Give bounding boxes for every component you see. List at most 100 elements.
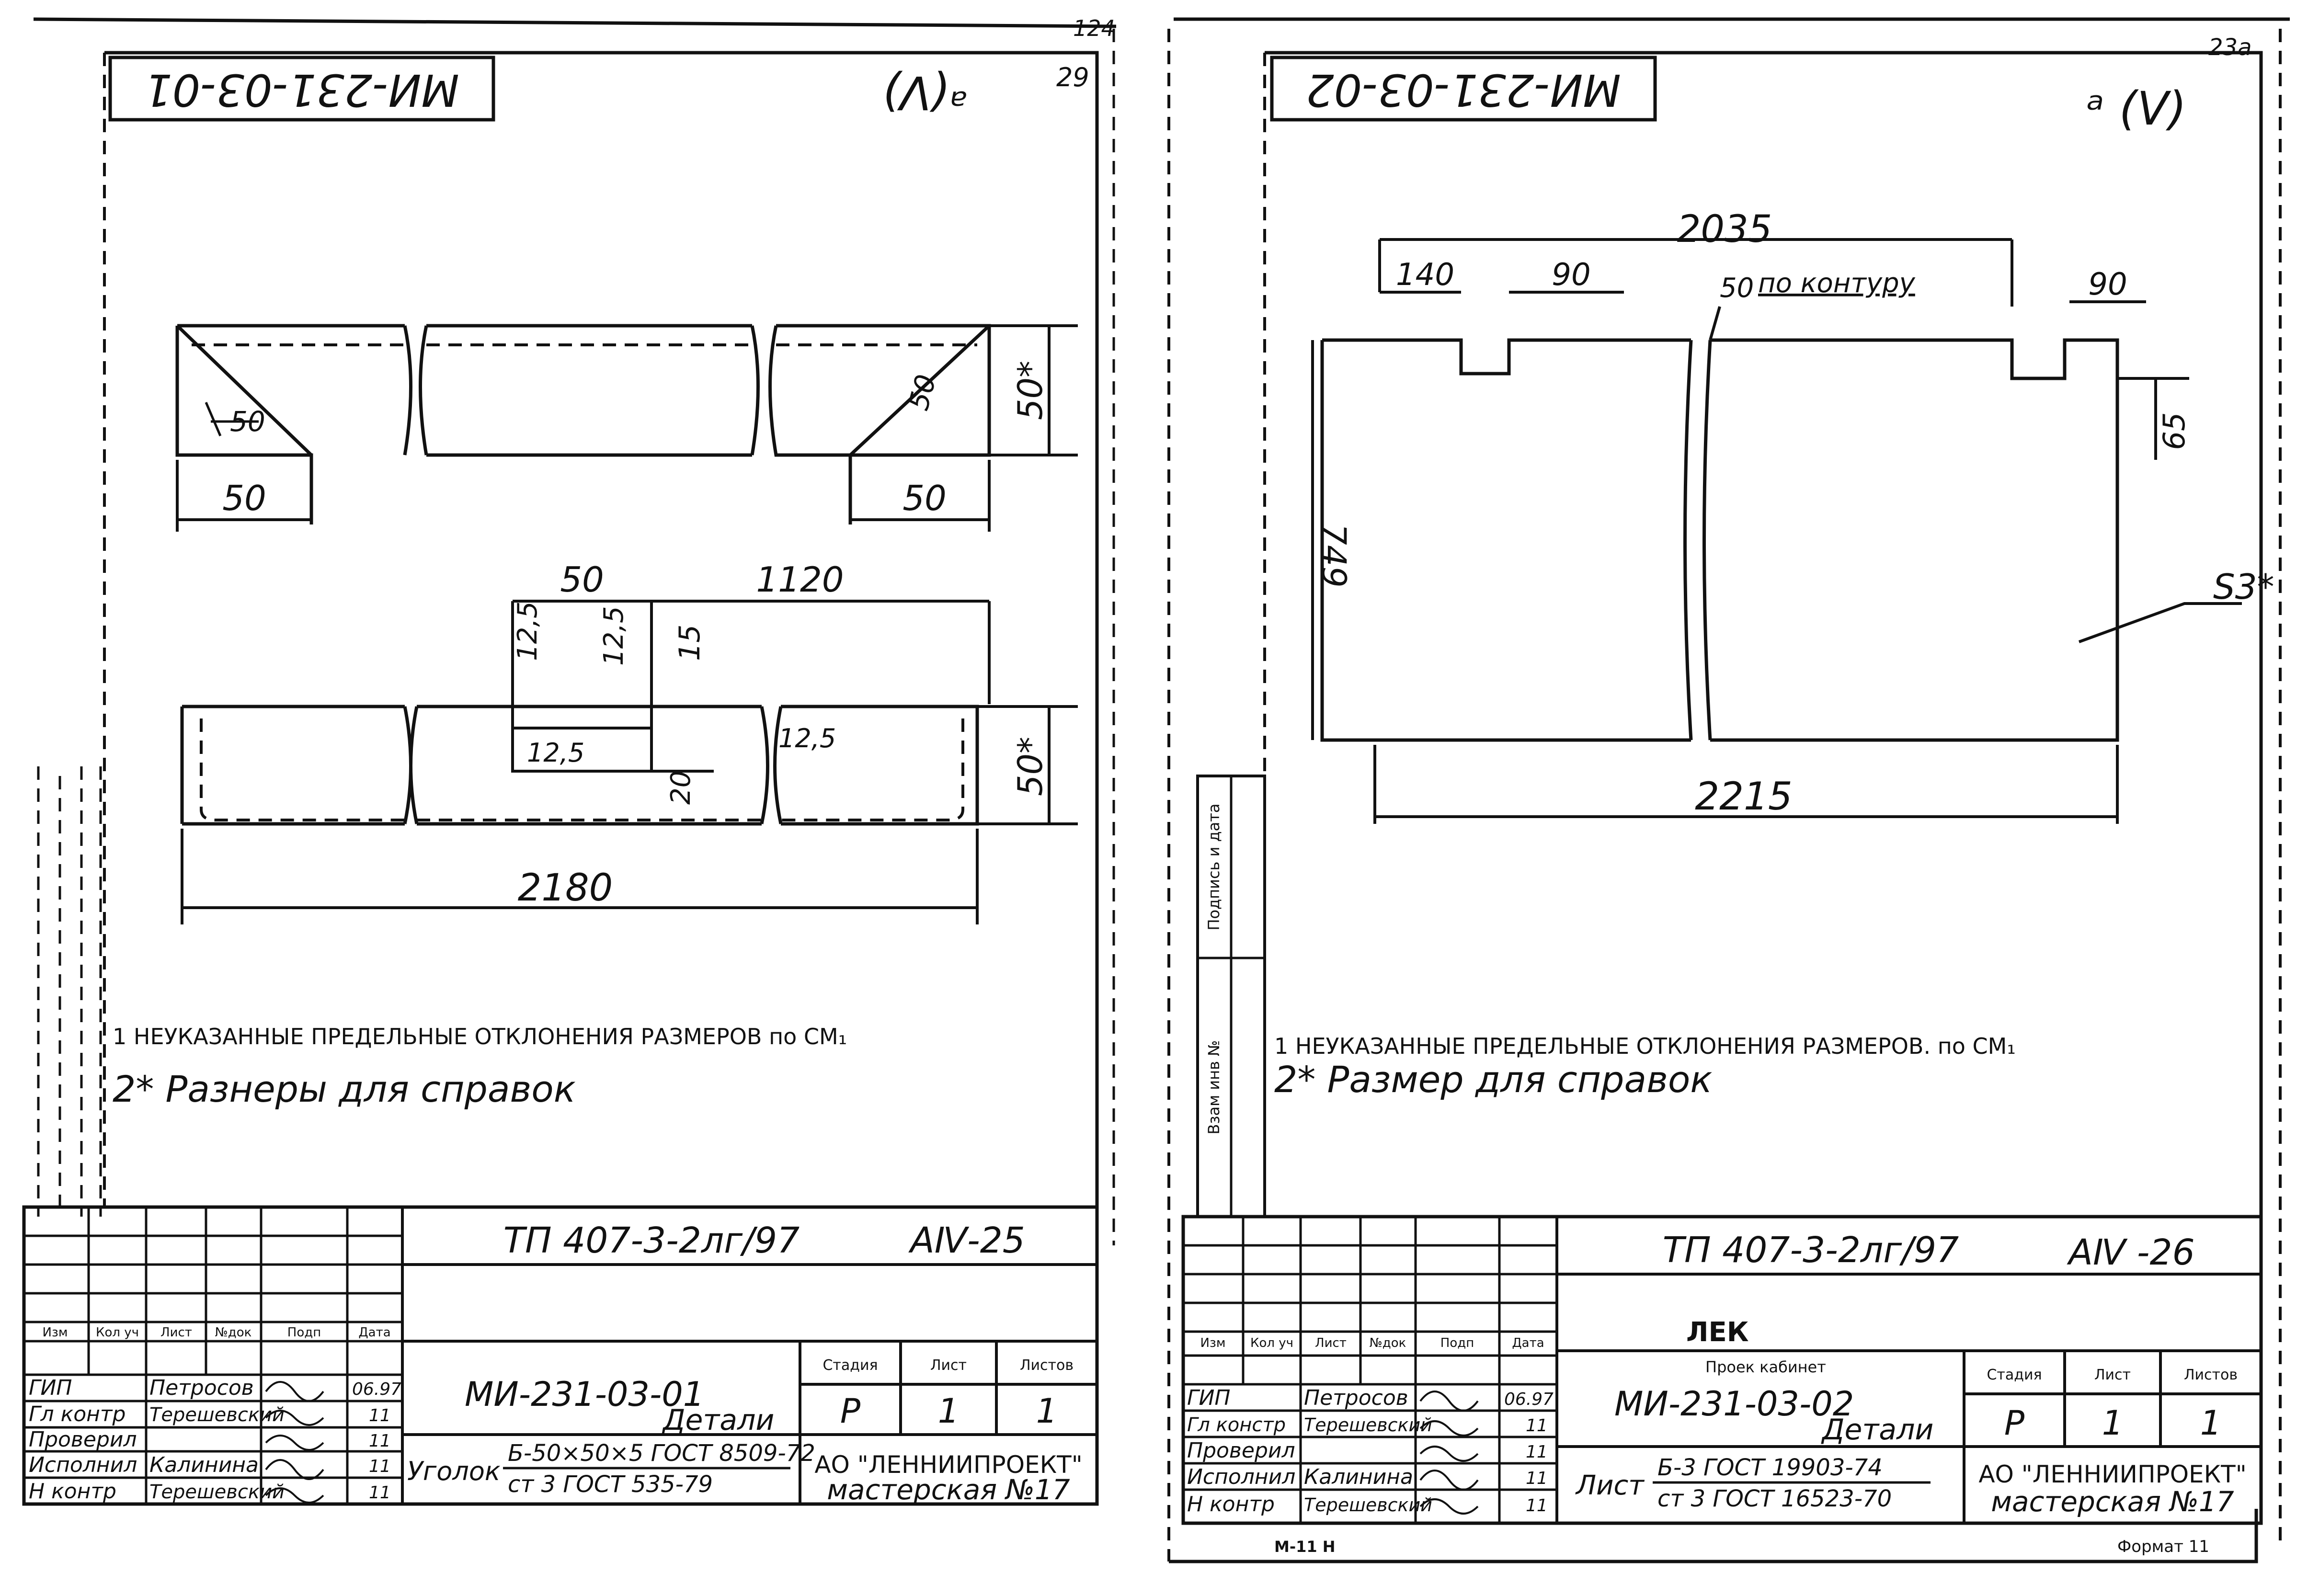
left-name-4: Калинина: [149, 1453, 259, 1477]
left-role-proveril: Проверил: [29, 1427, 137, 1452]
left-frame: [104, 51, 1099, 1207]
left-stage-header-1: Стадия: [823, 1357, 878, 1374]
right-sheet: МИ-231-03-02 ᵃ (V) 23а 2035 140 90 50 по…: [1167, 17, 2290, 1563]
dim-50-note: 50: [1720, 273, 1754, 304]
dim-50-star-top: 50*: [1011, 361, 1050, 420]
right-header-data: Дата: [1512, 1336, 1544, 1350]
left-stage-header-3: Листов: [1020, 1357, 1074, 1374]
right-plate-view: 2035 140 90 50 по контуру 90 65 749 2215…: [1311, 208, 2274, 824]
right-header-podp: Подп: [1440, 1336, 1474, 1350]
left-listov-value: 1: [1036, 1391, 1058, 1431]
right-doc-title: Детали: [1821, 1413, 1934, 1447]
right-material-name: Лист: [1575, 1470, 1645, 1501]
right-name-5: Терешевский: [1304, 1494, 1432, 1516]
right-header-koluch: Кол уч: [1250, 1336, 1293, 1350]
right-role-ispolnil: Исполнил: [1187, 1465, 1295, 1489]
dim-749: 749: [1314, 524, 1353, 588]
right-material-bottom: ст 3 ГОСТ 16523-70: [1657, 1485, 1892, 1512]
dim-2215: 2215: [1695, 774, 1793, 819]
stamp-label-vzam: Взам инв №: [1205, 1040, 1223, 1135]
left-code-text: МИ-231-03-01: [144, 64, 459, 115]
right-role-glkonstr: Гл констр: [1187, 1414, 1286, 1436]
left-page-number: 29: [1056, 62, 1089, 92]
left-doc: МИ-231-03-01: [465, 1375, 704, 1414]
left-date-2: 11: [369, 1406, 391, 1425]
right-sheet-code: АⅣ -26: [2067, 1232, 2194, 1273]
dim-65: 65: [2157, 412, 2192, 450]
left-list-value: 1: [938, 1391, 960, 1431]
right-stage-value: Р: [2004, 1403, 2025, 1443]
left-corner-mark: ᵃ(V): [882, 66, 967, 119]
left-sheet: МИ-231-03-01 ᵃ(V) 124 29 50 50 50* 50 5: [22, 15, 1117, 1506]
left-org-2: мастерская №17: [827, 1473, 1070, 1506]
dim-140: 140: [1396, 257, 1454, 293]
right-name-2: Терешевский: [1304, 1414, 1432, 1436]
right-title-block: ТП 407-3-2лг/97 АⅣ -26 ЛЕК Проек кабинет…: [1181, 1215, 2263, 1556]
right-name-4: Калинина: [1304, 1465, 1413, 1489]
left-date-5: 11: [369, 1483, 391, 1503]
left-org-1: АО "ЛЕННИИПРОЕКТ": [814, 1451, 1082, 1479]
right-side-stamp: Подпись и дата Взам инв №: [1196, 775, 1266, 1218]
right-header-list: Лист: [1315, 1336, 1347, 1350]
dim-s3: S3*: [2213, 567, 2274, 607]
chamfer-right: 50: [902, 371, 943, 414]
left-header-data: Дата: [358, 1325, 390, 1340]
right-date-1: 06.97: [1504, 1390, 1554, 1409]
left-role-glkontr: Гл контр: [29, 1402, 126, 1426]
right-corner-mark: ᵃ (V): [2087, 82, 2187, 136]
left-material-bottom: ст 3 ГОСТ 535-79: [508, 1471, 713, 1498]
right-org-1: АО "ЛЕННИИПРОЕКТ": [1978, 1460, 2246, 1488]
right-role-gip: ГИП: [1187, 1386, 1231, 1410]
stamp-label-signature: Подпись и дата: [1205, 803, 1223, 930]
left-header-ndok: №док: [215, 1325, 252, 1340]
dim-50-left: 50: [222, 478, 266, 518]
left-page-number-top: 124: [1073, 15, 1115, 41]
left-bottom-view: 50 1120 12,5 12,5 15 12,5 20 12,5 50* 21…: [180, 559, 1078, 924]
radius-12-5-c: 12,5: [527, 738, 584, 768]
left-role-ispolnil: Исполнил: [29, 1453, 137, 1477]
right-stamp-sub: Проек кабинет: [1705, 1358, 1826, 1376]
right-date-2: 11: [1526, 1416, 1548, 1436]
left-code-box: [108, 56, 495, 122]
dim-90-b: 90: [2088, 267, 2127, 302]
right-page-number: 23а: [2208, 34, 2252, 61]
right-code-text: МИ-231-03-02: [1306, 64, 1621, 115]
right-header-izm: Изм: [1200, 1336, 1226, 1350]
right-doc: МИ-231-03-02: [1614, 1384, 1854, 1424]
left-date-1: 06.97: [352, 1379, 401, 1399]
dim-50-right: 50: [903, 478, 947, 518]
right-role-nkontr: Н контр: [1187, 1492, 1275, 1516]
left-material-top: Б-50×50×5 ГОСТ 8509-72: [508, 1440, 815, 1467]
right-list-value: 1: [2102, 1403, 2124, 1443]
left-role-nkontr: Н контр: [29, 1479, 116, 1504]
right-listov-value: 1: [2200, 1403, 2222, 1443]
right-stage-header-3: Листов: [2184, 1367, 2238, 1383]
left-stage-value: Р: [840, 1391, 861, 1431]
right-date-5: 11: [1526, 1496, 1548, 1516]
right-note-2: 2* Размер для справок: [1274, 1058, 1712, 1101]
dim-50-star-bottom: 50*: [1011, 737, 1050, 796]
right-bottom-mark: М-11 Н: [1274, 1538, 1336, 1556]
dim-1120: 1120: [756, 559, 844, 600]
left-signatures: [265, 1381, 324, 1504]
right-org-2: мастерская №17: [1991, 1485, 2234, 1518]
left-top-view: 50 50 50* 50 50: [175, 324, 1078, 532]
left-project: ТП 407-3-2лг/97: [503, 1220, 800, 1261]
left-title-block: ТП 407-3-2лг/97 АⅣ-25 Изм Кол уч Лист №д…: [22, 1205, 1099, 1506]
left-sheet-top-edge: [33, 17, 1117, 28]
left-header-list: Лист: [160, 1325, 192, 1340]
right-date-3: 11: [1526, 1442, 1548, 1462]
right-material-top: Б-3 ГОСТ 19903-74: [1657, 1454, 1883, 1481]
left-material-name: Уголок: [407, 1456, 501, 1486]
left-stage-header-2: Лист: [930, 1357, 967, 1374]
left-note-2: 2* Разнеры для справок: [113, 1068, 576, 1110]
left-role-gip: ГИП: [29, 1376, 72, 1400]
right-stage-header-1: Стадия: [1987, 1367, 2042, 1383]
right-project: ТП 407-3-2лг/97: [1663, 1230, 1959, 1271]
left-date-3: 11: [369, 1431, 391, 1451]
radius-12-5-a: 12,5: [512, 601, 543, 661]
right-format: Формат 11: [2117, 1537, 2209, 1556]
left-sheet-code: АⅣ-25: [908, 1220, 1025, 1261]
